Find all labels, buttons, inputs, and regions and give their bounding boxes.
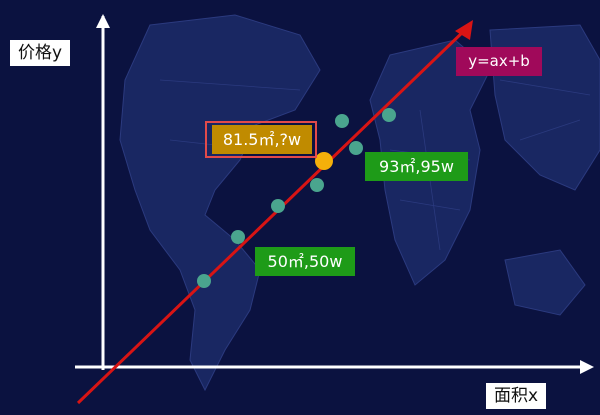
data-point	[310, 178, 324, 192]
data-points	[197, 108, 396, 288]
unknown-point-label: 81.5㎡,?w	[212, 125, 312, 154]
unknown-data-point	[315, 152, 333, 170]
y-axis-arrow-icon	[96, 14, 110, 28]
point-label-50: 50㎡,50w	[255, 247, 355, 276]
data-point	[197, 274, 211, 288]
x-axis-arrow-icon	[580, 360, 594, 374]
point-label-93: 93㎡,95w	[365, 152, 468, 181]
unknown-point-highlight-frame	[205, 121, 317, 158]
map-continent-americas	[119, 14, 321, 392]
regression-formula-label: y=ax+b	[456, 47, 542, 76]
regression-line	[76, 28, 467, 405]
regression-line-arrow-icon	[455, 20, 473, 40]
data-point	[335, 114, 349, 128]
data-point	[231, 230, 245, 244]
data-point	[382, 108, 396, 122]
map-continent-oceania	[504, 249, 586, 316]
axes	[75, 14, 594, 374]
data-point	[349, 141, 363, 155]
regression-line-group	[76, 20, 473, 405]
x-axis-label: 面积x	[486, 383, 547, 409]
y-axis-label: 价格y	[10, 40, 71, 66]
data-point	[271, 199, 285, 213]
